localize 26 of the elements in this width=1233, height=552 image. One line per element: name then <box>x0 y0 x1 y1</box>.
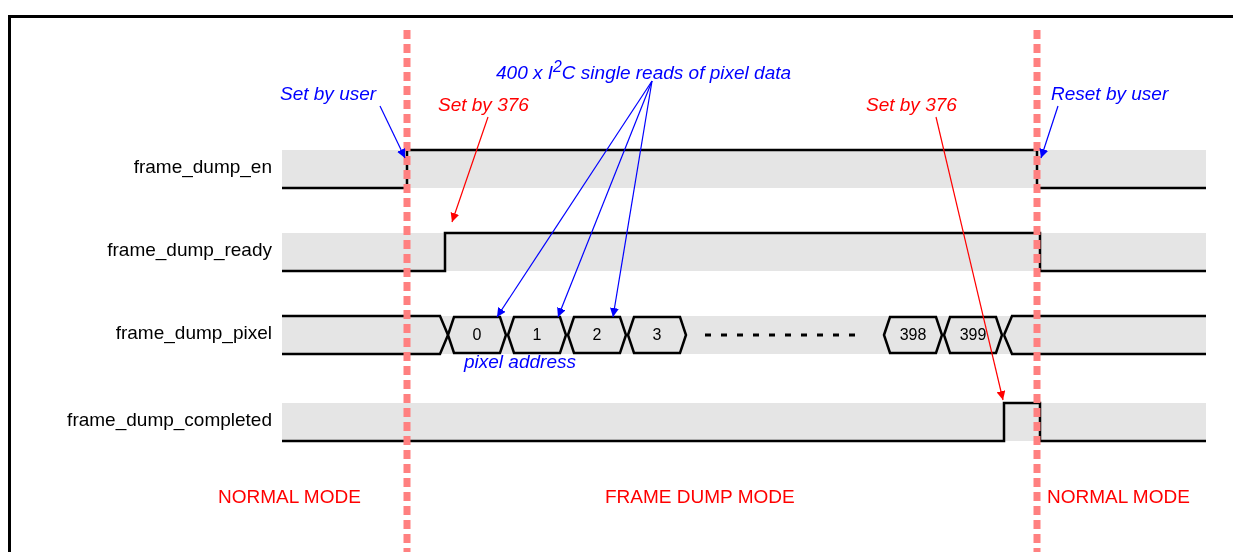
signal-name: frame_dump_ready <box>107 238 272 262</box>
bus-value: 2 <box>592 326 602 344</box>
leader-line <box>557 80 653 318</box>
annotation-text: Set by 376 <box>438 93 529 117</box>
annotation-text: 400 x I$^{2}$C single reads of pixel data <box>496 55 792 86</box>
signal-name: frame_dump_pixel <box>115 321 272 345</box>
bus-caption: pixel address <box>464 350 576 374</box>
mode-label: NORMAL MODE <box>1047 485 1190 509</box>
annotation-text: Set by 376 <box>866 93 957 117</box>
leader-line <box>379 105 406 159</box>
bus-value: 398 <box>899 326 927 344</box>
bus-value: 399 <box>959 326 987 344</box>
leader-line <box>496 80 653 318</box>
signal-name: frame_dump_completed <box>67 408 272 432</box>
signal-name: frame_dump_en <box>133 155 272 179</box>
mode-label: FRAME DUMP MODE <box>605 485 795 509</box>
leader-line <box>1039 105 1059 159</box>
bus-value: 3 <box>652 326 662 344</box>
bus-value: 1 <box>532 326 542 344</box>
mode-label: NORMAL MODE <box>218 485 361 509</box>
annotation-text: Set by user <box>280 82 377 106</box>
annotation-text: Reset by user <box>1051 82 1169 106</box>
leader-line <box>610 80 653 318</box>
leader-line <box>450 116 489 223</box>
leader-line <box>935 116 1006 401</box>
bus-value: 0 <box>472 326 482 344</box>
